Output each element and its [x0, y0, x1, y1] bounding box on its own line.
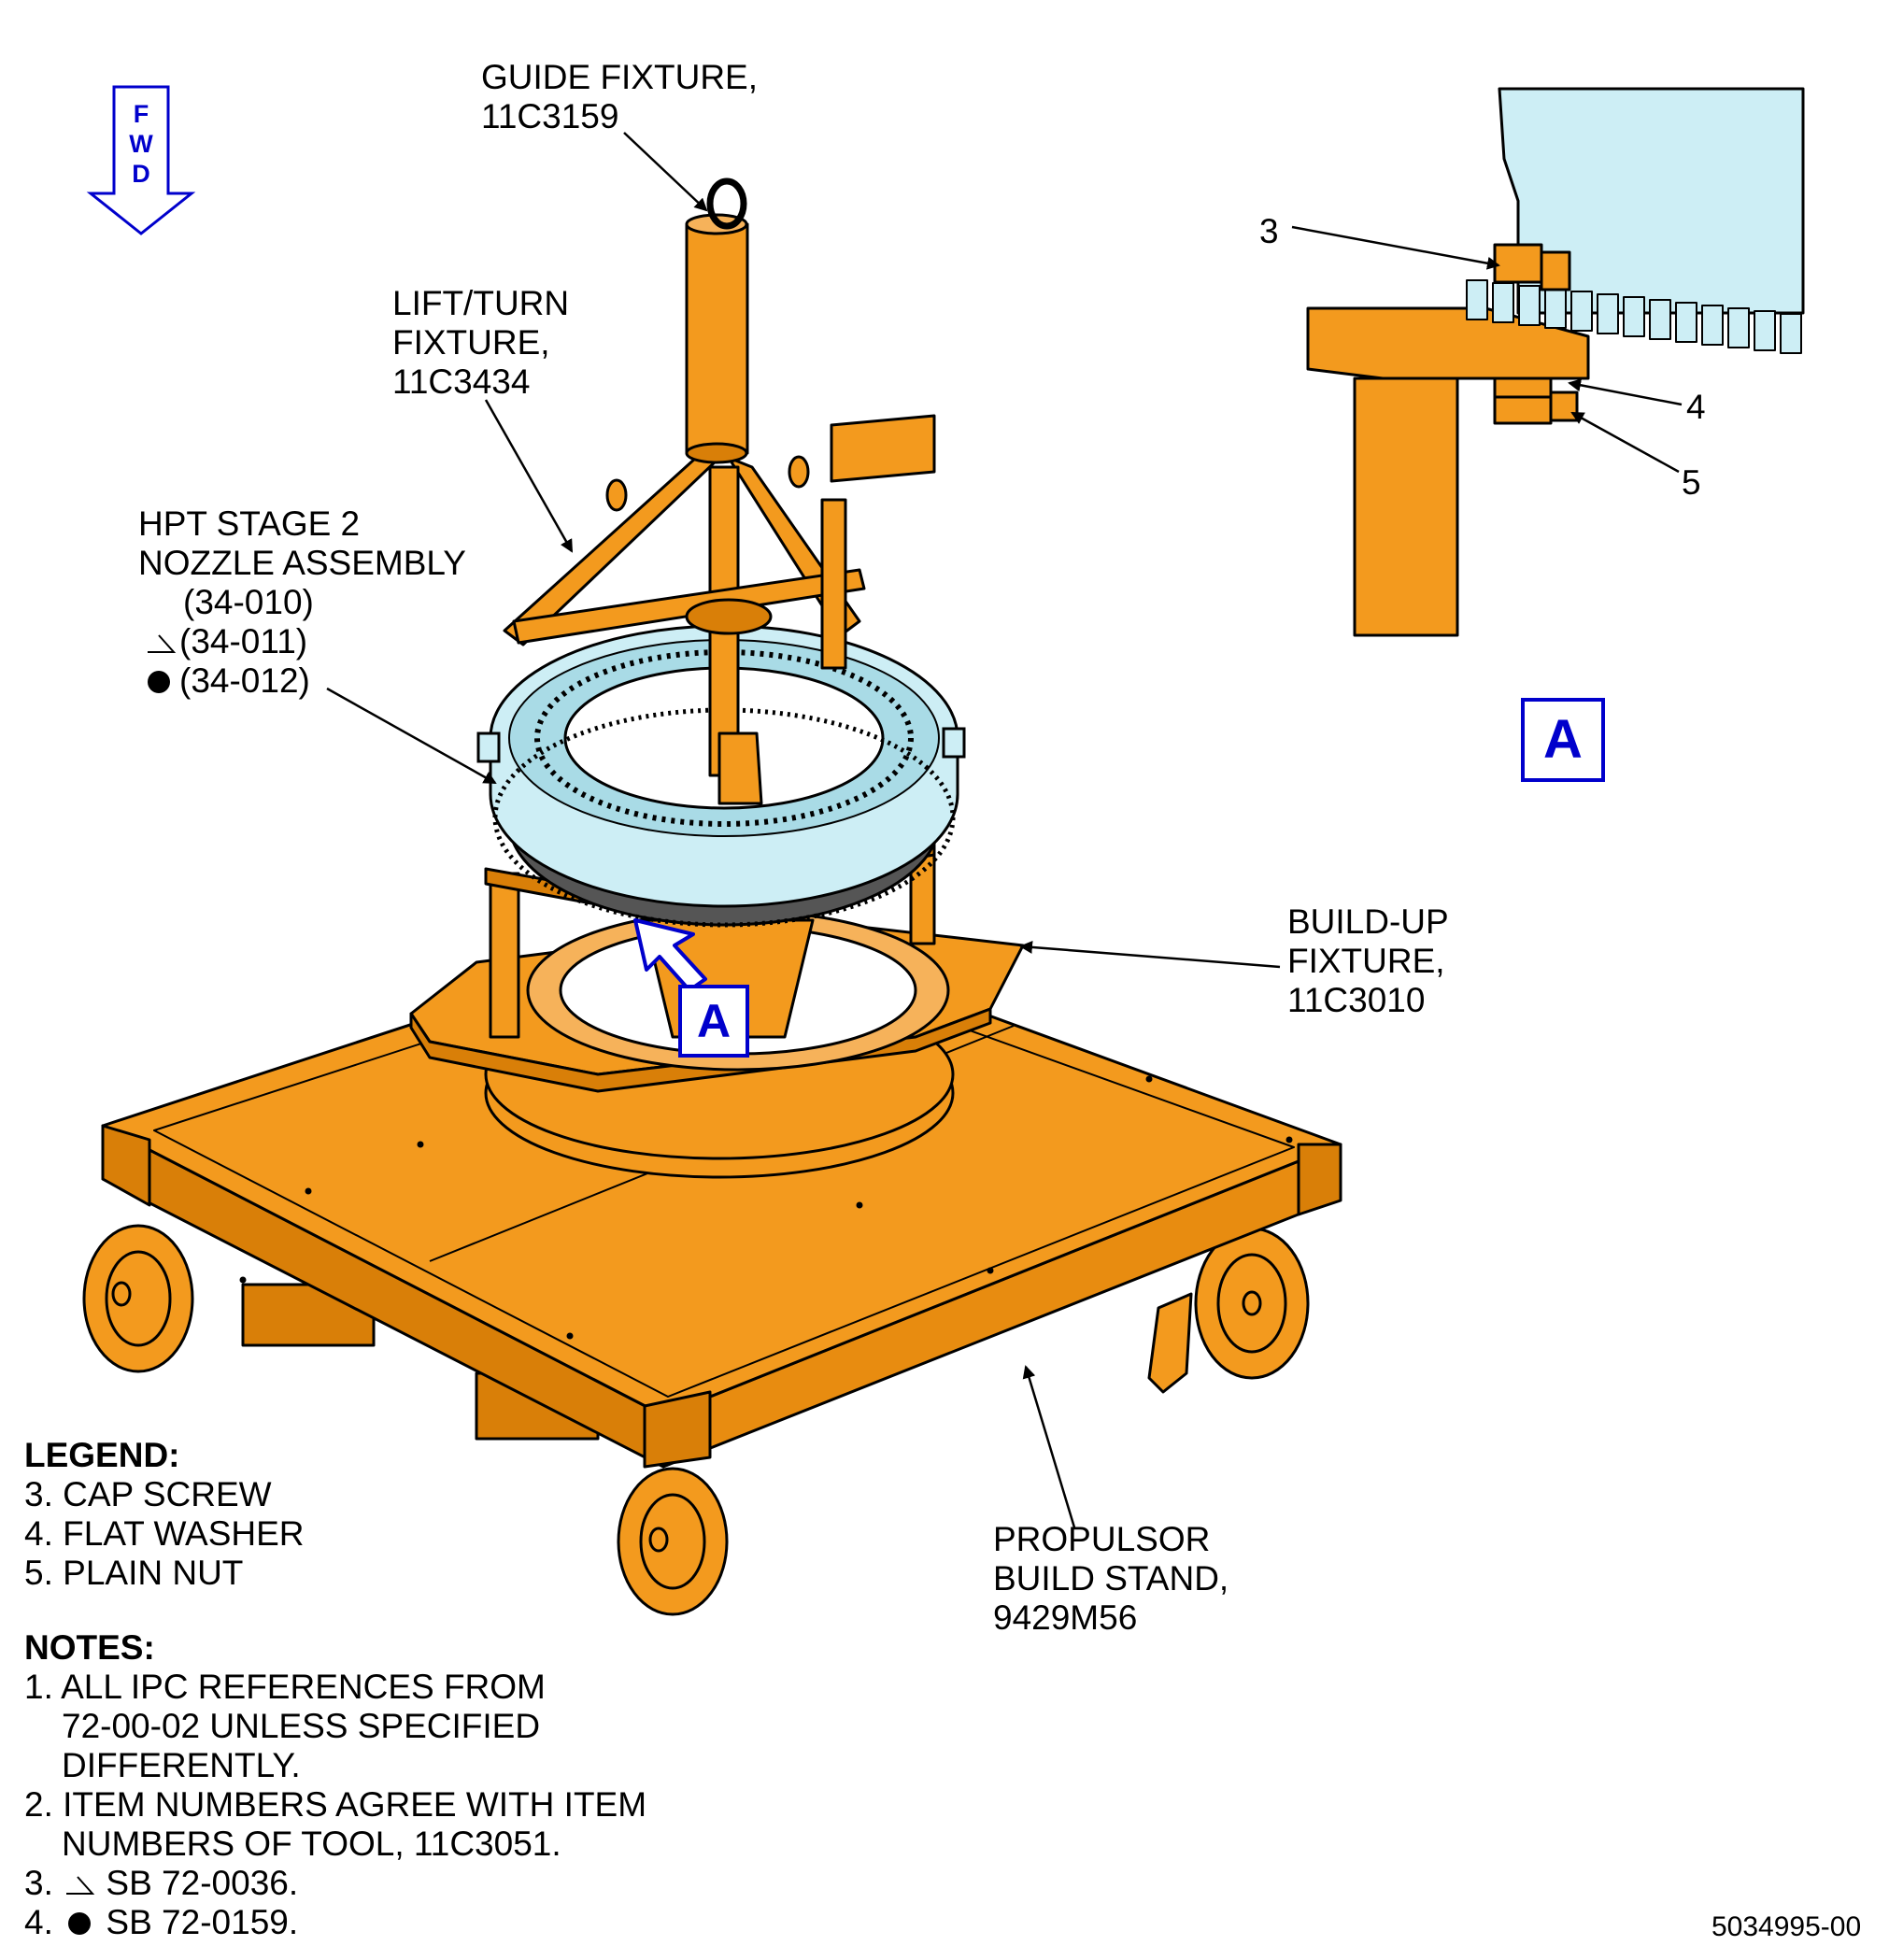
label-line: HPT STAGE 2	[138, 504, 361, 543]
leader-lines	[326, 132, 1683, 1528]
label-line: NOZZLE ASSEMBLY	[138, 544, 466, 582]
ipc-ref-row: (34-012)	[138, 661, 466, 701]
label-guide-fixture: GUIDE FIXTURE, 11C3159	[481, 58, 758, 136]
note-3: 3. SB 72-0036.	[24, 1864, 646, 1903]
label-line: FIXTURE,	[1287, 942, 1445, 980]
note-line: 72-00-02 UNLESS SPECIFIED	[62, 1707, 541, 1745]
lift-turn-fixture	[503, 414, 936, 805]
detail-view-a	[1306, 87, 1805, 637]
label-line: 11C3159	[481, 97, 619, 135]
detail-view-tag: A	[1521, 698, 1605, 782]
note-4: 4. SB 72-0159.	[24, 1903, 646, 1942]
legend-item: 3. CAP SCREW	[24, 1475, 272, 1513]
note-number: 4.	[24, 1903, 53, 1941]
note-line: 1. ALL IPC REFERENCES FROM	[24, 1668, 546, 1706]
ipc-ref: (34-012)	[179, 661, 310, 700]
sb-triangle-icon	[63, 1869, 96, 1897]
item-number-4: 4	[1686, 388, 1706, 426]
ipc-ref-row: (34-011)	[138, 622, 466, 661]
note-line: 2. ITEM NUMBERS AGREE WITH ITEM	[24, 1785, 647, 1824]
label-line: FIXTURE,	[392, 323, 550, 362]
note-number: 3.	[24, 1864, 53, 1902]
item-number-5: 5	[1682, 463, 1701, 502]
label-line: LIFT/TURN	[392, 284, 570, 322]
fwd-letter: F	[134, 100, 149, 128]
legend-item: 5. PLAIN NUT	[24, 1554, 244, 1592]
ipc-ref: (34-011)	[179, 622, 308, 660]
note-text: SB 72-0036.	[106, 1864, 299, 1902]
figure-id: 5034995-00	[1711, 1911, 1862, 1942]
legend: LEGEND: 3. CAP SCREW 4. FLAT WASHER 5. P…	[24, 1436, 305, 1593]
sb-dot-icon	[63, 1909, 96, 1937]
fwd-letter: D	[132, 160, 150, 188]
note-text: SB 72-0159.	[106, 1903, 299, 1941]
label-line: BUILD-UP	[1287, 902, 1449, 941]
label-line: 9429M56	[993, 1598, 1138, 1637]
fwd-letter: W	[129, 130, 153, 158]
label-line: 11C3434	[392, 362, 531, 401]
label-line: BUILD STAND,	[993, 1559, 1229, 1598]
sb-triangle-icon	[146, 628, 179, 656]
label-hpt-nozzle-assembly: HPT STAGE 2 NOZZLE ASSEMBLY (34-010) (34…	[138, 504, 466, 701]
ipc-ref: (34-010)	[183, 583, 314, 621]
legend-title: LEGEND:	[24, 1436, 180, 1474]
note-line: NUMBERS OF TOOL, 11C3051.	[62, 1825, 561, 1863]
item-number-3: 3	[1259, 212, 1279, 250]
main-view-tag: A	[678, 985, 749, 1058]
label-propulsor-build-stand: PROPULSOR BUILD STAND, 9429M56	[993, 1520, 1229, 1638]
label-line: 11C3010	[1287, 981, 1426, 1019]
note-line: DIFFERENTLY.	[62, 1746, 301, 1784]
label-build-up-fixture: BUILD-UP FIXTURE, 11C3010	[1287, 902, 1449, 1020]
label-line: PROPULSOR	[993, 1520, 1211, 1558]
label-line: GUIDE FIXTURE,	[481, 58, 759, 96]
hpt-stage2-nozzle-assembly	[476, 624, 966, 928]
legend-item: 4. FLAT WASHER	[24, 1514, 305, 1553]
notes: NOTES: 1. ALL IPC REFERENCES FROM 72-00-…	[24, 1628, 646, 1942]
sb-dot-icon	[146, 667, 179, 695]
label-lift-turn-fixture: LIFT/TURN FIXTURE, 11C3434	[392, 284, 569, 402]
guide-fixture	[685, 178, 749, 464]
fwd-arrow-icon: F W D	[86, 85, 196, 235]
notes-title: NOTES:	[24, 1628, 155, 1667]
